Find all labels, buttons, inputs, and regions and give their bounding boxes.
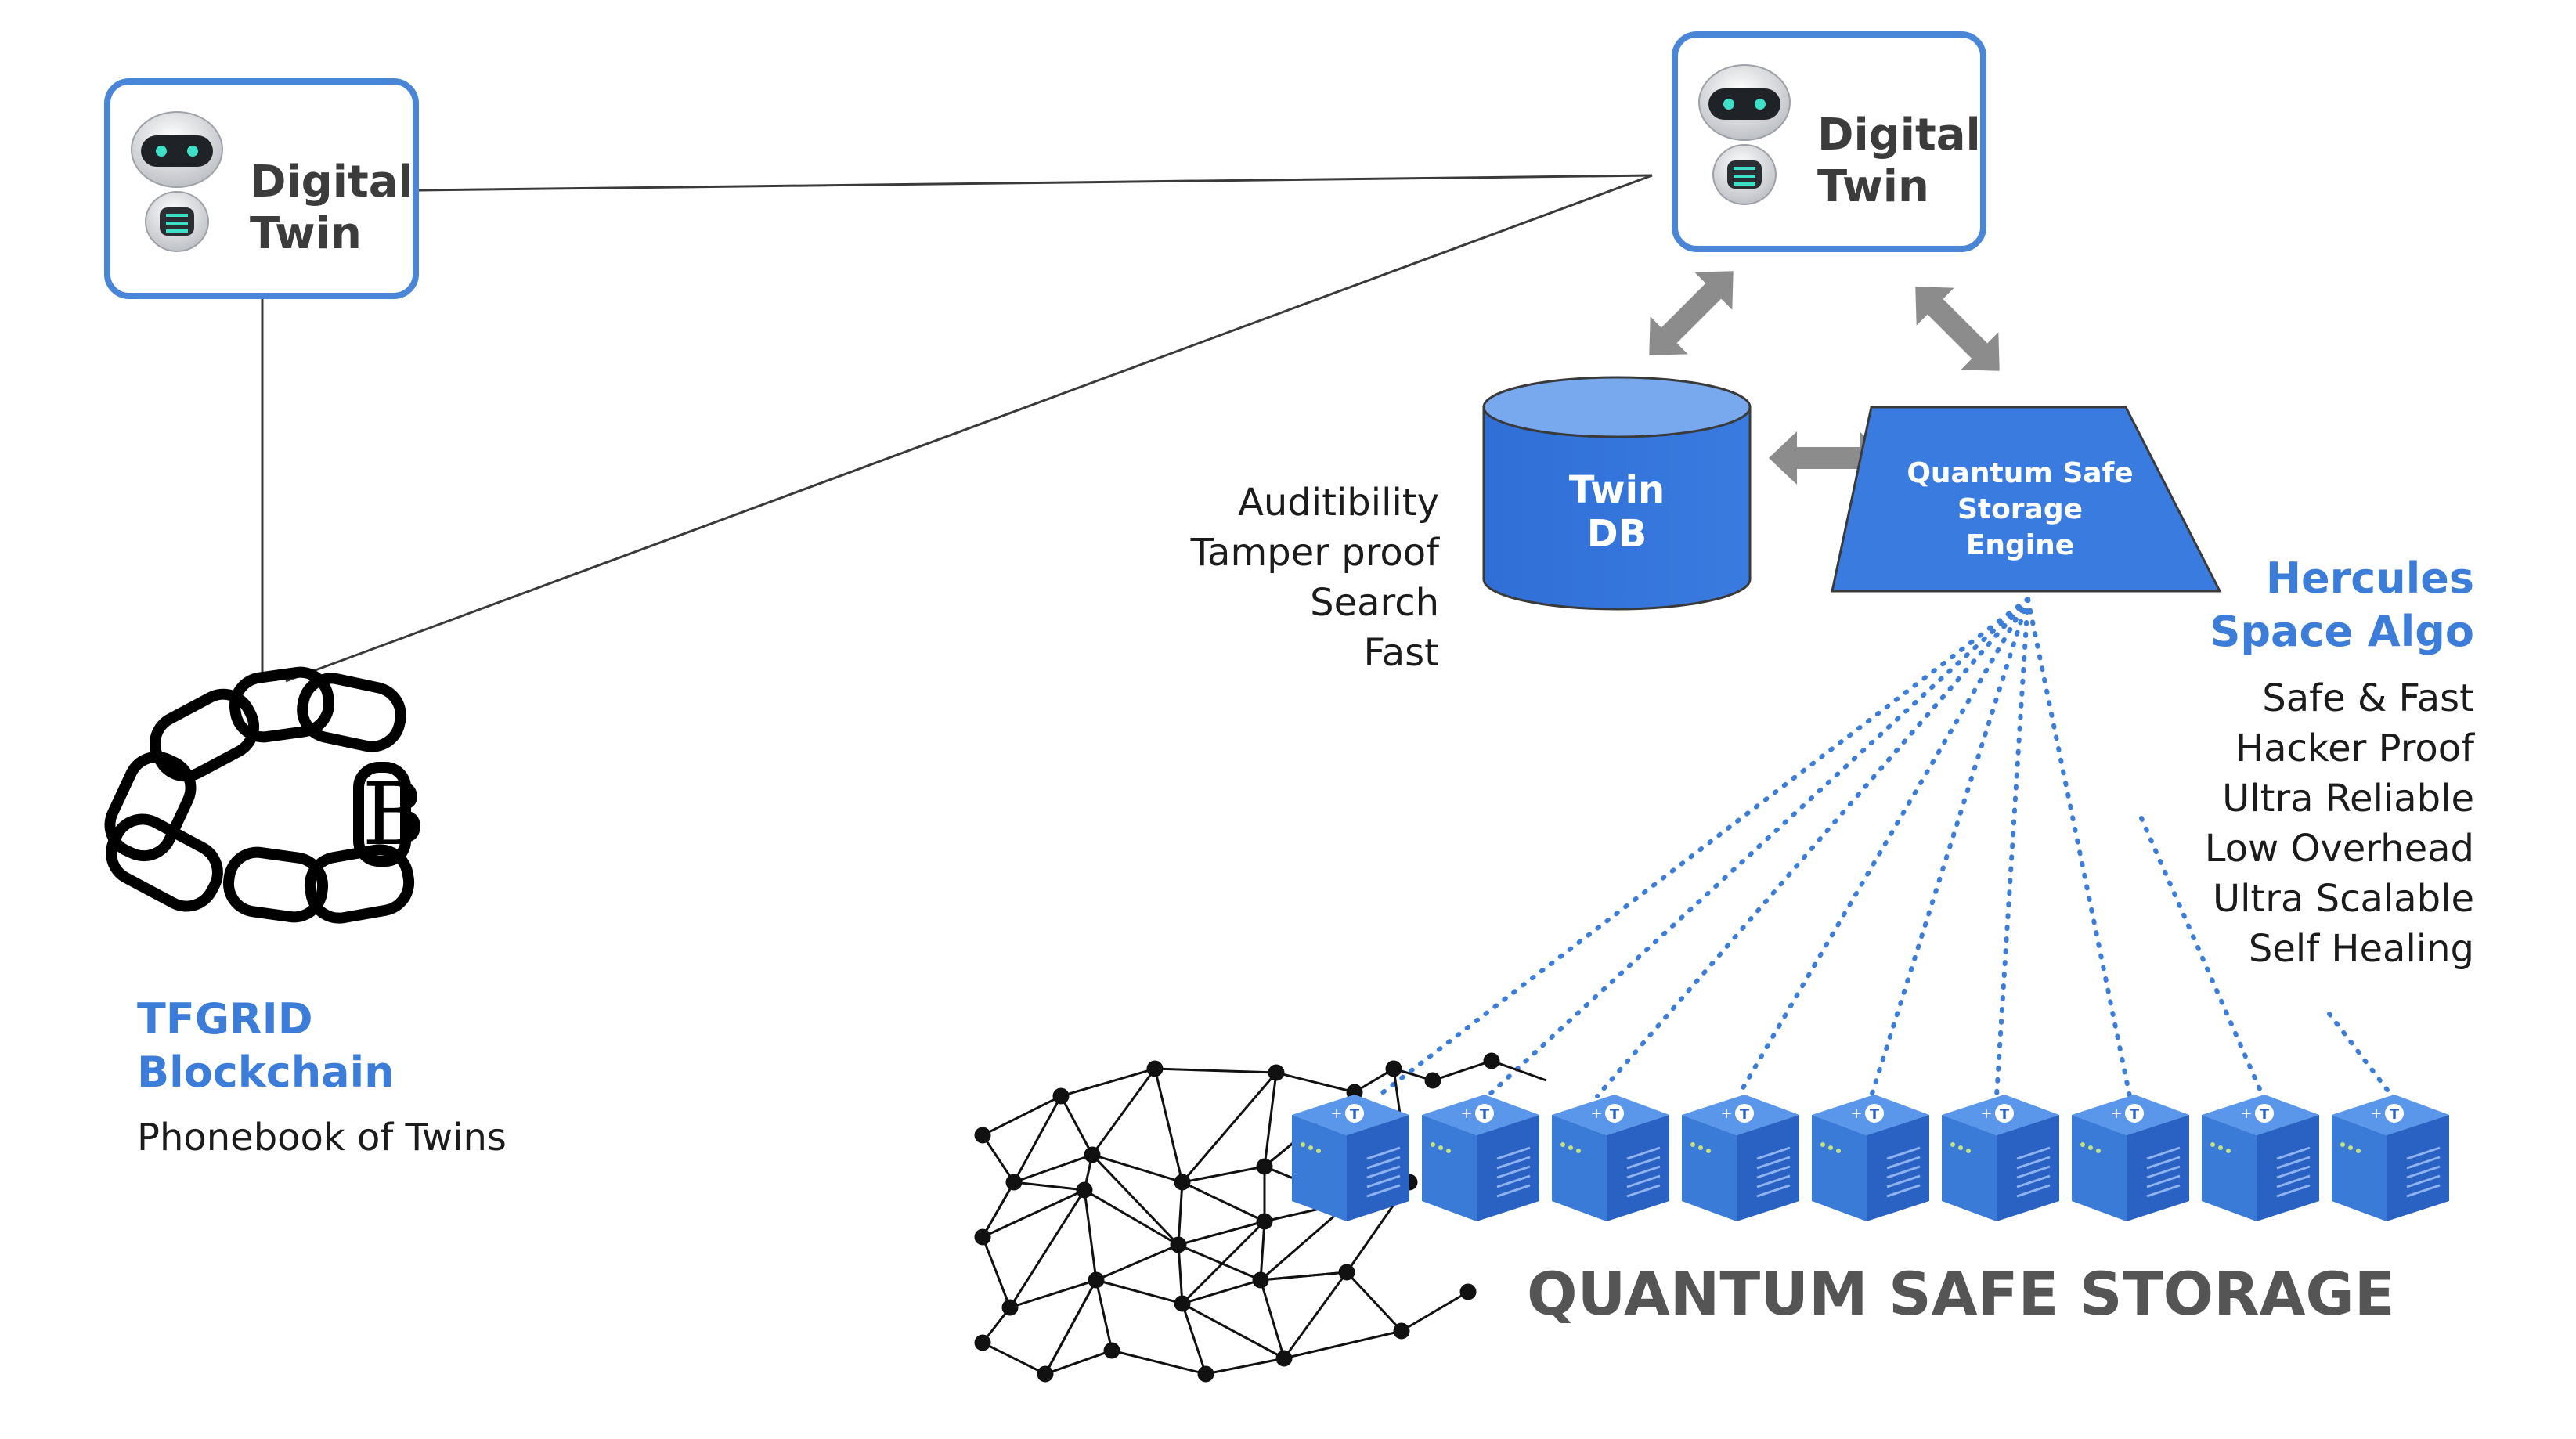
server-cube-icon-1	[1290, 1093, 1411, 1223]
hercules-feature-item: Hacker Proof	[2235, 727, 2474, 770]
hercules-feature-item: Ultra Reliable	[2222, 777, 2474, 820]
db-feature-item: Tamper proof	[1190, 531, 1439, 575]
hercules-title: Hercules Space Algo	[2210, 554, 2474, 656]
twin-db-label: Twin DB	[1568, 468, 1665, 556]
quantum-safe-storage-engine-label: Quantum Safe Storage Engine	[1907, 457, 2134, 561]
server-cube-icon-8	[2200, 1093, 2321, 1223]
arrow-db-to-engine	[1769, 431, 1888, 485]
digital-twin-right-label: Digital Twin	[1817, 110, 1981, 212]
hercules-feature-item: Self Healing	[2248, 927, 2474, 971]
robot-icon	[130, 110, 224, 253]
digital-twin-box-left[interactable]: Digital Twin	[104, 78, 419, 299]
digital-twin-box-right[interactable]: Digital Twin	[1672, 31, 1986, 252]
arrow-twin-to-db	[1649, 271, 1734, 355]
server-cube-icon-6	[1940, 1093, 2061, 1223]
arrow-twin-to-engine	[1915, 287, 2000, 371]
blockchain-logo-glyph: B	[363, 764, 426, 864]
robot-icon	[1697, 63, 1791, 206]
link-twin-right-to-blockchain	[285, 174, 1653, 683]
server-cube-icon-5	[1810, 1093, 1931, 1223]
blockchain-subtitle: Phonebook of Twins	[137, 1116, 507, 1159]
server-cube-icon-2	[1420, 1093, 1541, 1223]
network-mesh-icon	[974, 1052, 1547, 1383]
server-cube-icon-3	[1550, 1093, 1671, 1223]
digital-twin-left-label: Digital Twin	[250, 157, 413, 259]
quantum-safe-storage-title: QUANTUM SAFE STORAGE	[1527, 1259, 2395, 1329]
hercules-feature-list: Safe & Fast Hacker Proof Ultra Reliable …	[2205, 673, 2474, 974]
server-cube-icon-7	[2070, 1093, 2191, 1223]
server-cube-icon-4	[1680, 1093, 1801, 1223]
storage-nodes	[1290, 1093, 2451, 1223]
server-cube-icon-9	[2330, 1093, 2451, 1223]
db-feature-item: Auditibility	[1238, 481, 1439, 525]
storage-distribution-lines	[1376, 597, 2394, 1098]
blockchain-title: TFGRID Blockchain	[137, 994, 395, 1097]
db-feature-item: Fast	[1363, 631, 1439, 675]
hercules-feature-item: Safe & Fast	[2262, 676, 2474, 720]
link-twin-left-to-twin-right	[418, 174, 1653, 192]
twin-db-feature-list: Auditibility Tamper proof Search Fast	[1191, 478, 1439, 678]
quantum-safe-storage-engine-shape	[1831, 406, 2222, 593]
twin-db-cylinder	[1482, 376, 1752, 611]
blockchain-chain-icon	[104, 666, 415, 924]
hercules-feature-item: Ultra Scalable	[2212, 877, 2474, 921]
db-feature-item: Search	[1310, 581, 1439, 625]
hercules-feature-item: Low Overhead	[2204, 827, 2474, 871]
